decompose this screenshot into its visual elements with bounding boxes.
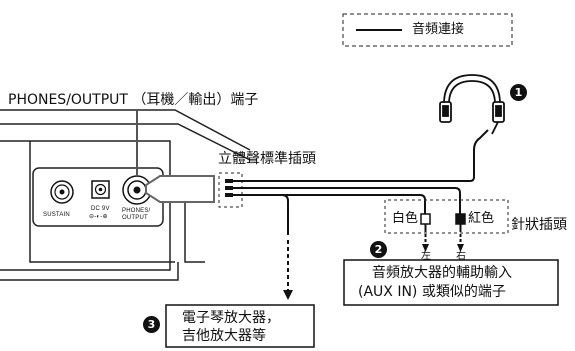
red-label: 紅色 bbox=[468, 211, 495, 226]
headphones bbox=[439, 74, 505, 135]
cables bbox=[242, 129, 489, 235]
amp-box bbox=[165, 304, 315, 348]
legend-box bbox=[342, 13, 513, 47]
amp-text-line1: 電子琴放大器， bbox=[182, 310, 280, 326]
dc-jack bbox=[91, 180, 110, 199]
dc-label: DC 9V bbox=[91, 206, 110, 212]
callout-1-badge: 1 bbox=[510, 84, 527, 101]
right-label: 右 bbox=[456, 251, 466, 262]
amp-arrow-head bbox=[283, 290, 293, 300]
stereo-plug-box bbox=[218, 172, 243, 208]
amp-cable bbox=[242, 194, 289, 235]
left-label: 左 bbox=[421, 251, 431, 262]
sustain-label: SUSTAIN bbox=[43, 212, 70, 218]
dc-polarity-label: ⊖-◐-⊕ bbox=[89, 214, 108, 220]
pin-plug-label: 針狀插頭 bbox=[511, 217, 567, 233]
legend-label: 音頻連接 bbox=[412, 22, 465, 37]
stereo-plug-label: 立體聲標準插頭 bbox=[218, 151, 316, 167]
amp-text-line2: 吉他放大器等 bbox=[182, 328, 266, 344]
stereo-plug bbox=[225, 179, 242, 197]
aux-text-line1: 音頻放大器的輔助輸入 bbox=[372, 265, 512, 281]
callout-3-badge: 3 bbox=[143, 316, 160, 333]
aux-text-line2: (AUX IN) 或類似的端子 bbox=[358, 284, 506, 300]
phones-panel-label-2: OUTPUT bbox=[122, 215, 148, 221]
keyboard-body bbox=[0, 109, 251, 281]
phones-output-jack bbox=[122, 175, 152, 205]
pin-plug-box bbox=[384, 199, 509, 234]
white-pin-plug bbox=[420, 213, 431, 252]
phones-panel-label-1: PHONES/ bbox=[122, 208, 151, 214]
white-label: 白色 bbox=[392, 211, 419, 226]
callout-2-badge: 2 bbox=[370, 241, 387, 258]
insert-arrow bbox=[145, 175, 215, 203]
headphone-cable bbox=[242, 129, 489, 182]
sustain-jack bbox=[50, 180, 74, 204]
aux-box bbox=[343, 259, 559, 306]
red-pin-plug bbox=[455, 213, 466, 252]
phones-output-label: PHONES/OUTPUT （耳機／輸出）端子 bbox=[8, 92, 259, 108]
red-cable bbox=[242, 187, 461, 215]
